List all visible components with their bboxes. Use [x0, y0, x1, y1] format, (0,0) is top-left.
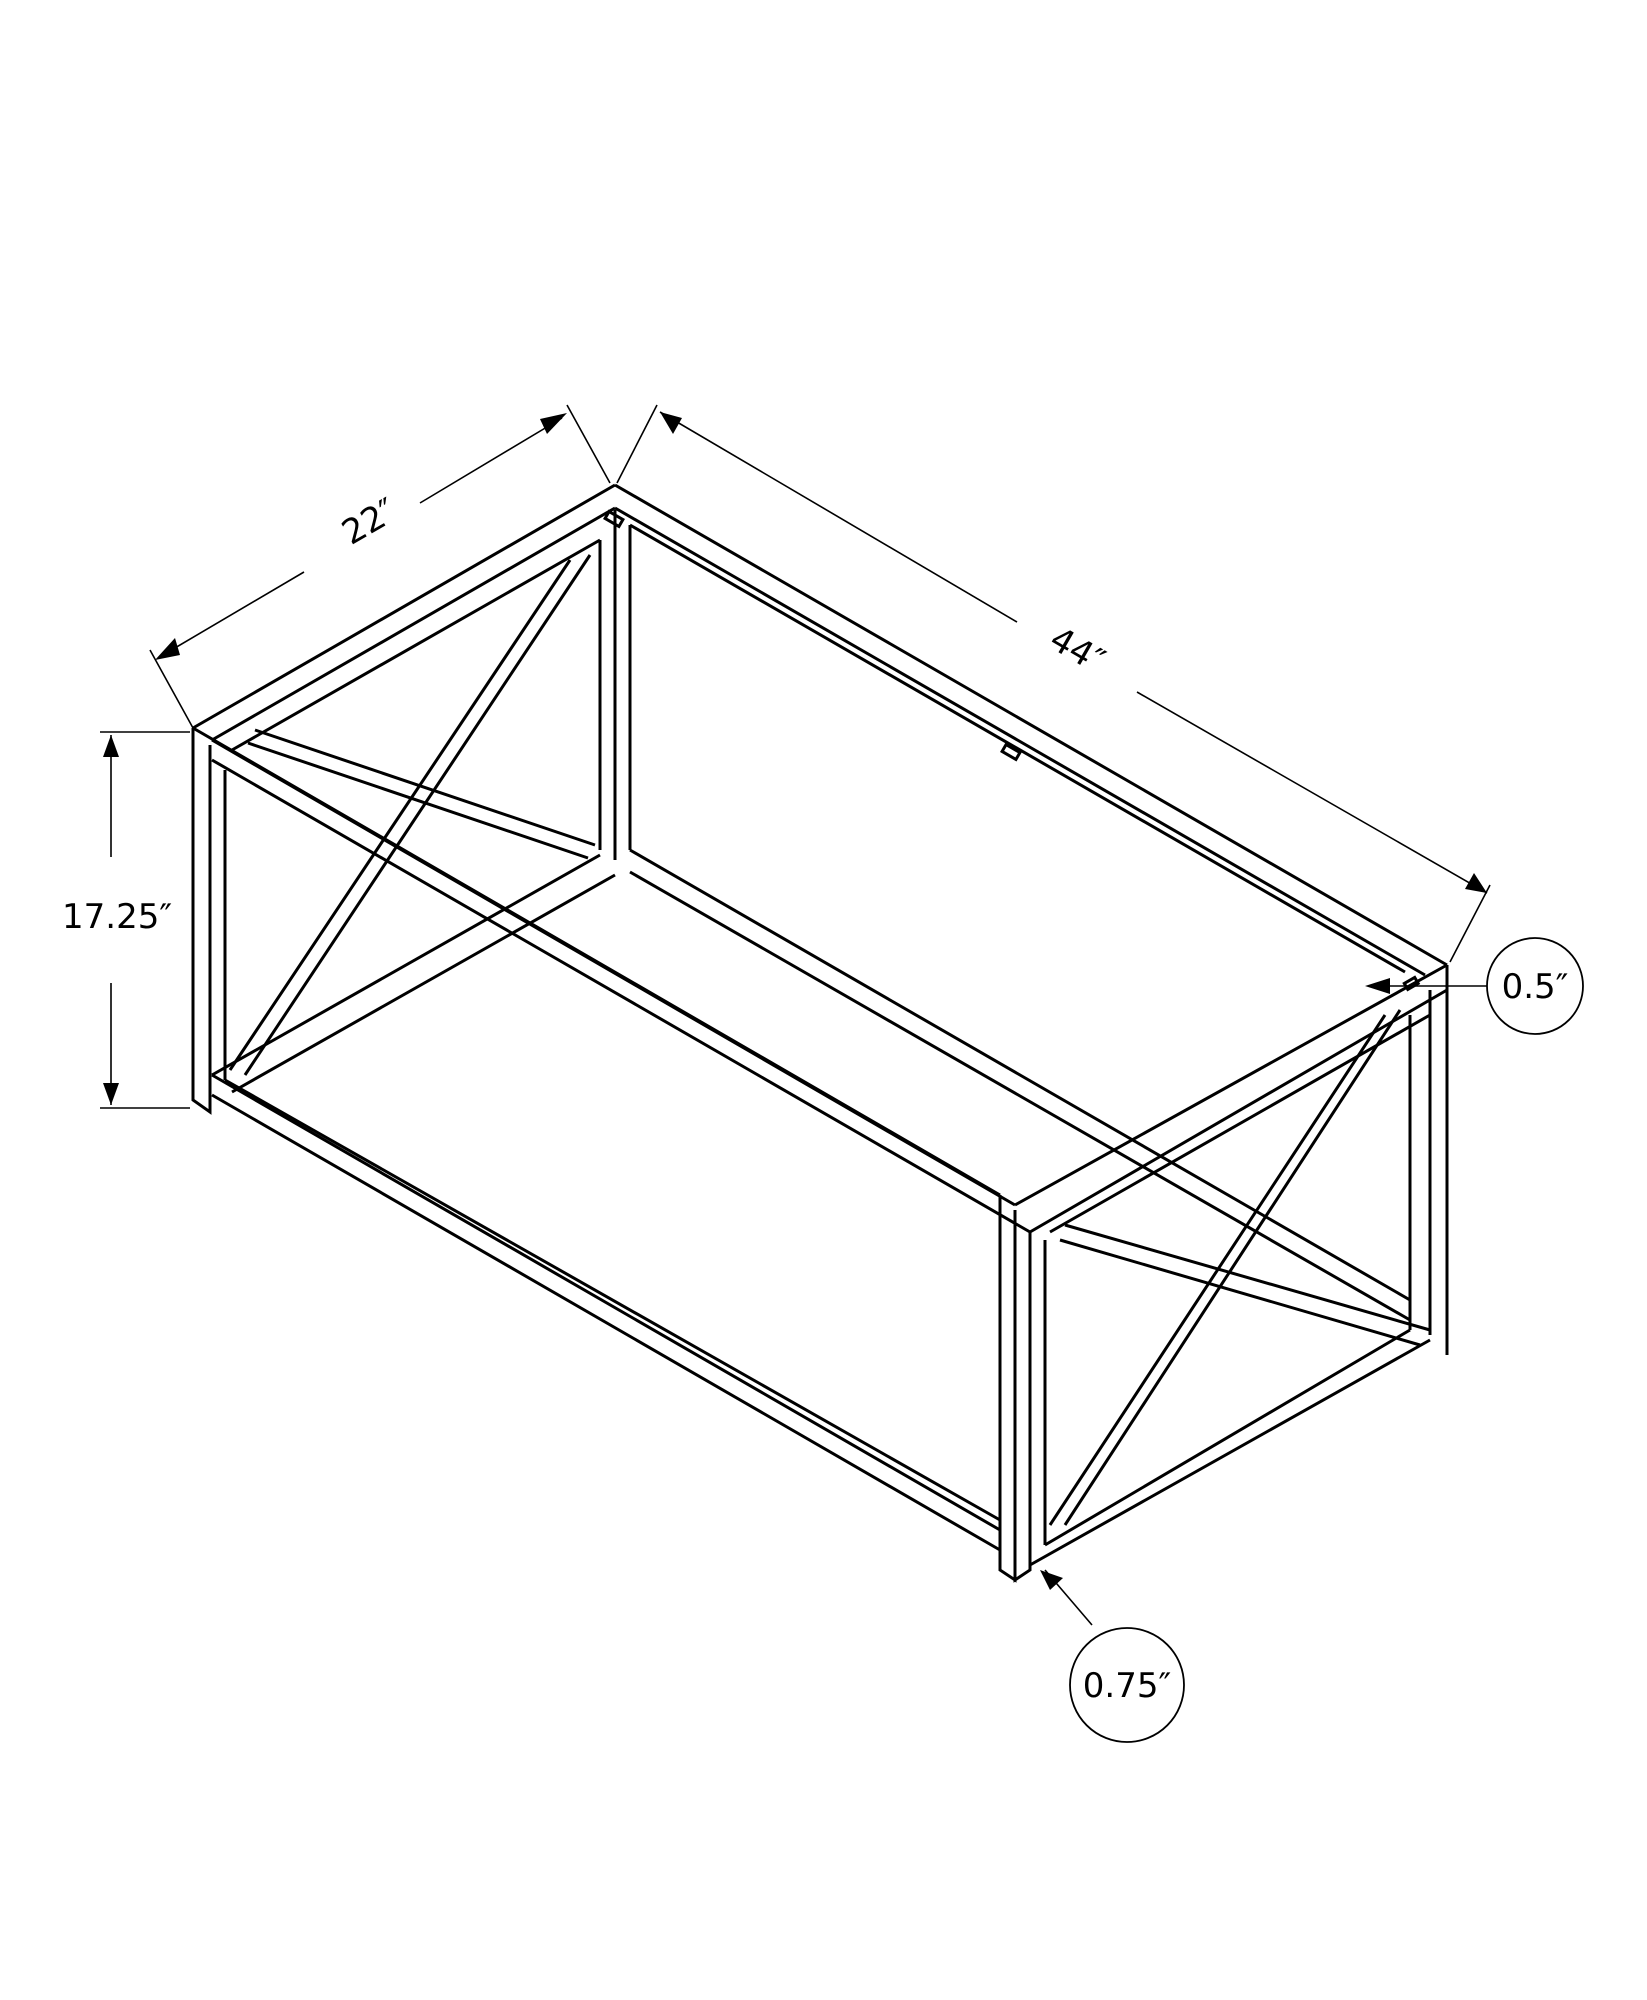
callout-circle-tube [1069, 1627, 1185, 1743]
bottom-rail-back [629, 848, 1411, 1322]
width-label: 22″ [335, 491, 403, 554]
leg-front-right [998, 1195, 1047, 1583]
leg-back-left [598, 510, 632, 860]
dimension-length: 44″ [616, 404, 1491, 963]
bottom-rail-front [211, 1073, 1001, 1552]
top-thickness-label: 0.5″ [1502, 967, 1569, 1007]
tube-thickness-label: 0.75″ [1083, 1666, 1171, 1706]
bottom-rail-right-end [1029, 1328, 1431, 1567]
top-rail-left-end [192, 483, 616, 752]
x-brace-left [228, 554, 596, 1076]
callout-circle-top [1486, 937, 1584, 1035]
dimension-width: 22″ [149, 404, 611, 729]
leg-back-right [1408, 965, 1449, 1355]
glass-clip-back-left [603, 509, 625, 529]
top-rail-back [614, 483, 1448, 977]
table-frame [191, 483, 1449, 1583]
dimension-height: 17.25″ [62, 731, 190, 1109]
top-rail-front [192, 726, 1031, 1234]
length-label: 44″ [1043, 619, 1111, 682]
bottom-rail-left-end [211, 853, 616, 1094]
glass-clip-back-middle [1000, 742, 1022, 762]
leg-left-front [191, 728, 227, 1115]
height-label: 17.25″ [62, 897, 172, 937]
callout-tube-thickness: 0.75″ [1040, 1569, 1185, 1743]
top-rail-right-end [1014, 963, 1448, 1234]
x-brace-right [1048, 1009, 1431, 1526]
callout-top-thickness: 0.5″ [1365, 937, 1584, 1035]
